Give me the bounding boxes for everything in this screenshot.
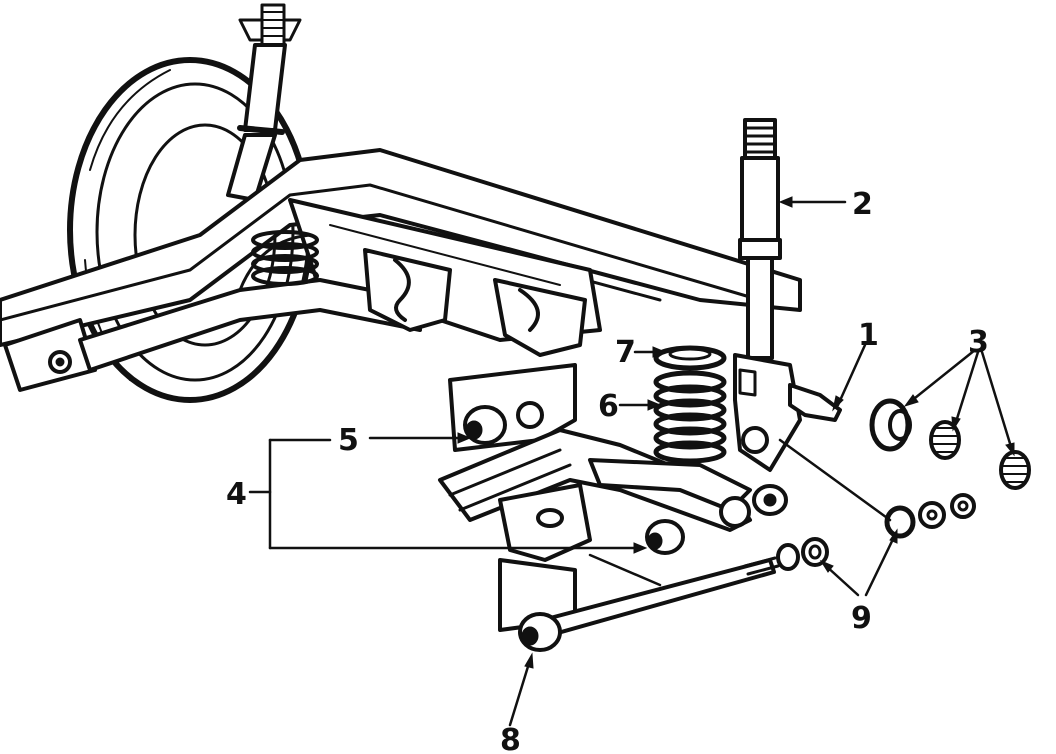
left-coil-spring bbox=[251, 230, 319, 286]
callout-8: 8 bbox=[500, 723, 521, 754]
callout-4: 4 bbox=[226, 477, 247, 512]
callout-4-bracket bbox=[248, 438, 642, 550]
right-coil-spring bbox=[653, 370, 727, 464]
lateral-link bbox=[518, 556, 780, 652]
lower-control-arm bbox=[438, 428, 788, 532]
callout-6: 6 bbox=[598, 389, 619, 424]
front-bushing bbox=[463, 405, 507, 445]
link-nut-washer bbox=[776, 537, 829, 571]
center-brackets bbox=[363, 248, 587, 357]
left-trailing-arm bbox=[78, 233, 422, 372]
leader-lines bbox=[368, 196, 1015, 727]
spring-seat-insulator bbox=[653, 345, 727, 371]
callout-9: 9 bbox=[851, 601, 872, 636]
spindle-hardware bbox=[884, 493, 976, 539]
callout-1: 1 bbox=[858, 318, 879, 353]
callout-7: 7 bbox=[615, 335, 636, 370]
hub-bearing-set bbox=[869, 398, 1031, 490]
knuckle-spindle bbox=[733, 353, 842, 472]
callout-5: 5 bbox=[338, 423, 359, 458]
callout-3: 3 bbox=[968, 325, 989, 360]
lower-bracket bbox=[498, 483, 592, 632]
rear-bushing bbox=[645, 519, 685, 555]
callout-2: 2 bbox=[852, 187, 873, 222]
right-strut bbox=[738, 118, 782, 360]
